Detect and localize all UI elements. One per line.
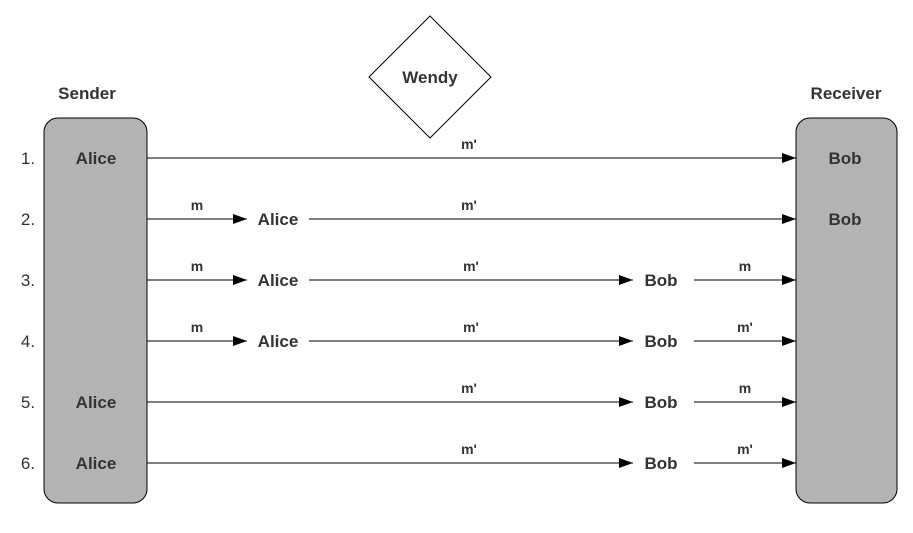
message-label: m' [461, 136, 477, 152]
sender-alice-label: Alice [76, 393, 117, 412]
message-label: m [191, 319, 203, 335]
receiver-box [795, 117, 898, 504]
sender-alice-label: Alice [76, 149, 117, 168]
message-label: m' [461, 441, 477, 457]
intermediate-node-label: Bob [644, 332, 677, 351]
row-number: 2. [21, 210, 35, 229]
receiver-bob-label: Bob [828, 149, 861, 168]
message-label: m' [461, 197, 477, 213]
message-label: m [191, 258, 203, 274]
sender-box [43, 117, 148, 504]
row-number: 3. [21, 271, 35, 290]
intermediate-node-label: Bob [644, 271, 677, 290]
receiver-header: Receiver [811, 84, 882, 103]
message-label: m' [461, 380, 477, 396]
sender-alice-label: Alice [76, 454, 117, 473]
message-label: m' [737, 319, 753, 335]
row-number: 1. [21, 149, 35, 168]
message-label: m [739, 380, 751, 396]
warden-diamond [368, 15, 492, 139]
intermediate-node-label: Alice [258, 271, 299, 290]
message-label: m' [463, 319, 479, 335]
row-number: 4. [21, 332, 35, 351]
intermediate-node-label: Alice [258, 210, 299, 229]
warden-label: Wendy [402, 68, 458, 87]
row-number: 6. [21, 454, 35, 473]
receiver-bob-label: Bob [828, 210, 861, 229]
intermediate-node-label: Bob [644, 454, 677, 473]
message-label: m' [463, 258, 479, 274]
message-label: m [191, 197, 203, 213]
intermediate-node-label: Alice [258, 332, 299, 351]
message-label: m' [737, 441, 753, 457]
sender-header: Sender [58, 84, 116, 103]
message-label: m [739, 258, 751, 274]
row-number: 5. [21, 393, 35, 412]
intermediate-node-label: Bob [644, 393, 677, 412]
